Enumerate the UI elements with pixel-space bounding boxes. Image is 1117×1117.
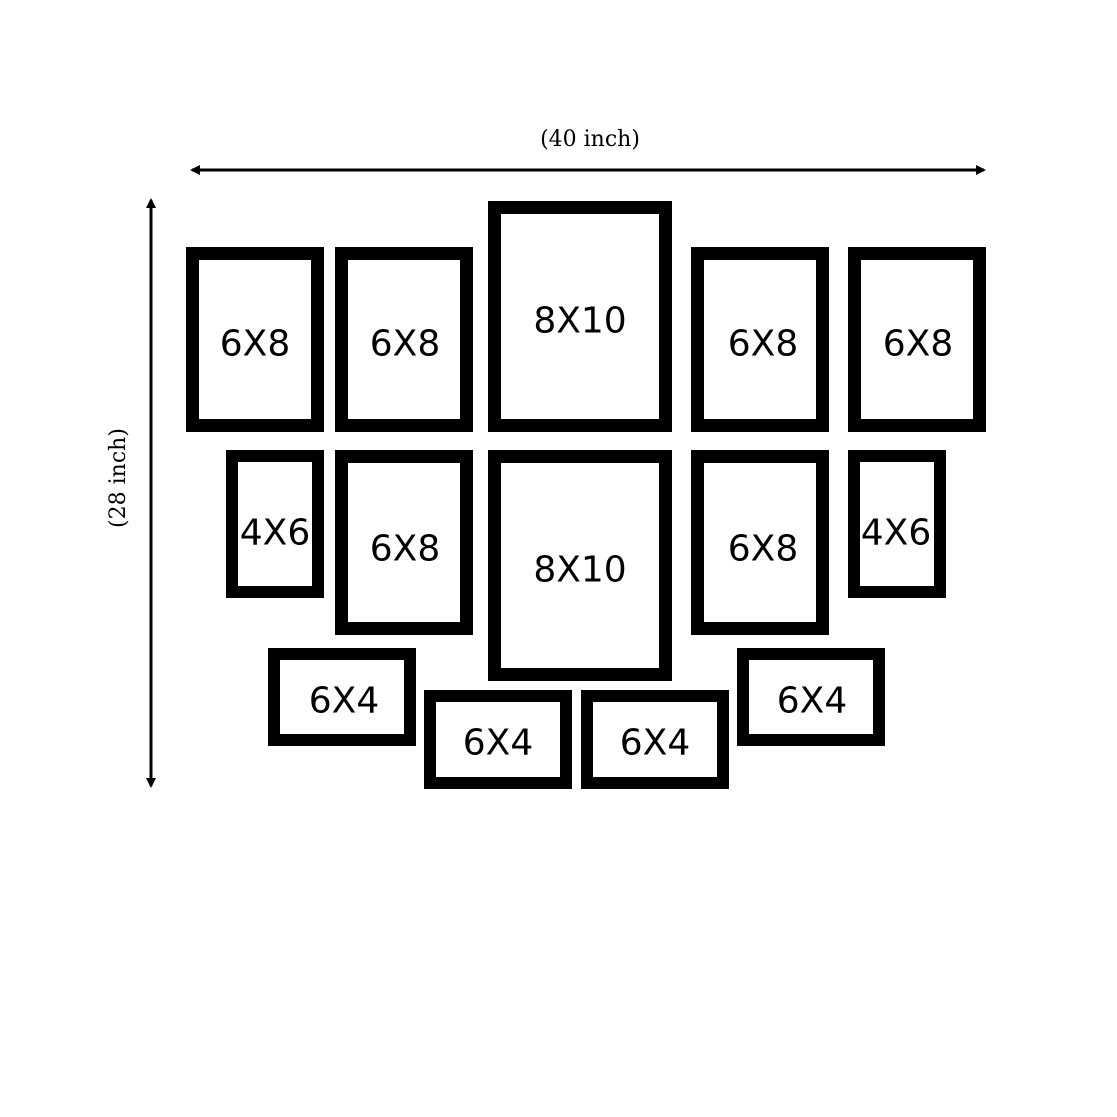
- frame-size-label: 6X8: [370, 529, 440, 570]
- frame-opening: [199, 260, 311, 419]
- width-dimension-label: (40 inch): [540, 127, 640, 152]
- frame-size-label: 8X10: [533, 550, 626, 591]
- photo-frame: 4X6: [226, 450, 324, 598]
- height-dimension-label: (28 inch): [106, 428, 131, 528]
- frame-opening: [704, 463, 816, 622]
- frame-size-label: 6X4: [309, 681, 379, 722]
- frame-size-label: 6X8: [883, 324, 953, 365]
- frame-opening: [238, 462, 312, 586]
- frames-group: 6X8 6X8 8X10 6X8 6X8 4X6 6X8 8X10 6X8 4X6 6X4 6X4 6X…: [186, 201, 986, 789]
- frame-size-label: 6X8: [370, 324, 440, 365]
- frame-size-label: 6X8: [220, 324, 290, 365]
- frame-size-label: 6X4: [620, 723, 690, 764]
- frame-opening: [436, 702, 560, 777]
- photo-frame: 6X4: [268, 648, 416, 746]
- photo-frame: 6X8: [691, 247, 829, 432]
- photo-frame: 4X6: [848, 450, 946, 598]
- frame-size-label: 6X4: [777, 681, 847, 722]
- photo-frame: 6X8: [848, 247, 986, 432]
- frame-opening: [348, 260, 460, 419]
- frame-opening: [749, 660, 873, 734]
- photo-frame: 6X4: [737, 648, 885, 746]
- frame-opening: [704, 260, 816, 419]
- frame-size-label: 6X8: [728, 529, 798, 570]
- frame-opening: [501, 463, 659, 668]
- photo-frame: 6X8: [186, 247, 324, 432]
- photo-frame: 6X8: [335, 450, 473, 635]
- photo-frame: 6X8: [691, 450, 829, 635]
- frame-opening: [280, 660, 404, 734]
- frame-size-label: 6X8: [728, 324, 798, 365]
- photo-frame: 6X4: [424, 690, 572, 789]
- frame-opening: [348, 463, 460, 622]
- photo-frame: 8X10: [488, 450, 672, 681]
- photo-frame: 8X10: [488, 201, 672, 432]
- frame-size-label: 6X4: [463, 723, 533, 764]
- photo-frame: 6X8: [335, 247, 473, 432]
- frame-opening: [860, 462, 934, 586]
- frame-opening: [593, 702, 717, 777]
- frame-opening: [501, 214, 659, 419]
- frame-opening: [861, 260, 973, 419]
- photo-frame: 6X4: [581, 690, 729, 789]
- frame-size-label: 4X6: [861, 513, 931, 554]
- frame-size-label: 8X10: [533, 301, 626, 342]
- frame-size-label: 4X6: [240, 513, 310, 554]
